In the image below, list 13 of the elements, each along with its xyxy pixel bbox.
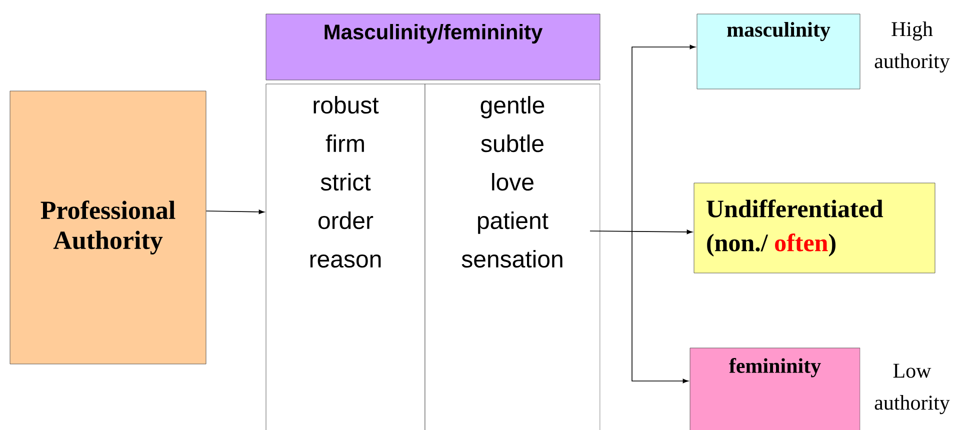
table-column: robust firm strict order reason [266, 84, 426, 430]
category-box: Undifferentiated (non./ often) [694, 182, 936, 274]
header-box: Masculinity/femininity [266, 14, 600, 80]
category-box: femininity [690, 348, 860, 430]
arrow [206, 210, 264, 214]
table-column: gentle subtle love patient sensation [424, 84, 600, 430]
side-note: Low authority [874, 364, 950, 414]
authority-box: Professional Authority [10, 90, 206, 364]
category-box: masculinity [696, 14, 860, 90]
arrow [632, 44, 696, 224]
side-note: High authority [874, 21, 950, 73]
arrow [632, 222, 688, 384]
arrow [590, 230, 692, 234]
